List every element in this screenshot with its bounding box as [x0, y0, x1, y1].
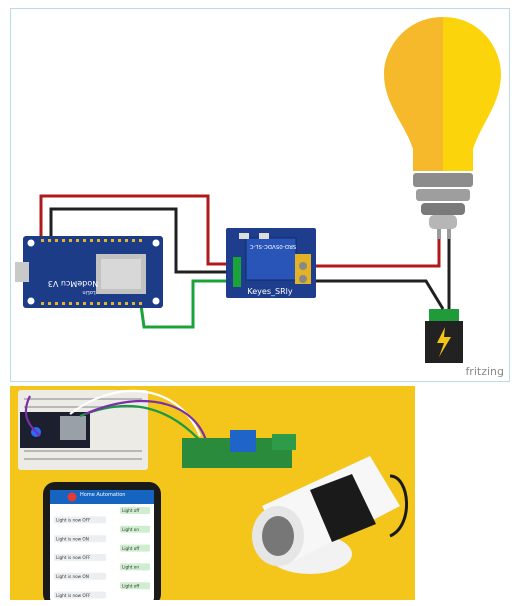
bulb-base-ring-3: [421, 203, 465, 215]
bulb-base-ring-2: [416, 189, 470, 201]
circuit-diagram: NodeMcu V3 LoLin SRD-05VDC-SL-C Keyes_SR…: [15, 17, 504, 378]
relay-photo-cube: [230, 430, 256, 452]
chat-message-text: Light is now ON: [56, 536, 89, 541]
chat-message-text: Light on: [122, 527, 139, 532]
photo-wires: [24, 389, 210, 449]
chat-message-text: Light on: [122, 565, 139, 570]
chat-bubble: [120, 582, 150, 590]
spotlight-lamp: [252, 456, 408, 574]
relay-code: SRD-05VDC-SL-C: [250, 243, 297, 249]
lightning-icon: [437, 327, 451, 357]
fritzing-watermark: fritzing: [465, 365, 504, 378]
nodemcu-pins-top: [41, 239, 142, 242]
wires: [39, 194, 451, 329]
power-jack: [425, 309, 463, 363]
chat-message-text: Light off: [122, 508, 139, 513]
app-title: Home Automation: [80, 492, 125, 498]
wire-gnd-black: [49, 207, 239, 274]
chat-bubble: [120, 563, 150, 571]
relay-label: Keyes_SRly: [247, 287, 292, 296]
chat-bubble: [120, 544, 150, 552]
chat-bubble: [54, 516, 106, 524]
chat-message-text: Light is now OFF: [56, 518, 91, 523]
bulb-base-ring-1: [413, 173, 473, 187]
wire-signal-green: [139, 279, 239, 329]
relay-module: SRD-05VDC-SL-C Keyes_SRly: [226, 228, 316, 298]
wire-lamp-red: [303, 239, 441, 268]
chat-message-text: Light is now OFF: [56, 555, 91, 560]
bulb-base-tip: [429, 215, 457, 229]
lamp-lens: [262, 516, 294, 556]
chat-bubble: [54, 535, 106, 543]
chat-message-text: Light is now ON: [56, 574, 89, 579]
nodemcu-board: NodeMcu V3 LoLin: [15, 236, 163, 308]
wire-return-black: [303, 279, 445, 310]
chat-message-text: Light off: [122, 583, 139, 588]
bulb-glass-left: [384, 17, 443, 171]
usb-port: [15, 262, 29, 282]
avatar: [67, 492, 77, 502]
chat-message-text: Light off: [122, 546, 139, 551]
nodemcu-sublabel: LoLin: [82, 289, 95, 295]
circuit-diagram-panel: NodeMcu V3 LoLin SRD-05VDC-SL-C Keyes_SR…: [10, 8, 510, 382]
wire-vcc-red: [39, 194, 239, 266]
chat-bubble: [54, 572, 106, 580]
chat-bubble: [120, 525, 150, 533]
app-header: [50, 490, 154, 504]
relay-coil-box: [245, 237, 297, 281]
chat-bubble: [54, 554, 106, 561]
nodemcu-label: NodeMcu V3: [48, 279, 98, 288]
nodemcu-pins-bottom: [41, 302, 142, 305]
light-bulb: [384, 17, 501, 239]
chat-bubble: [120, 507, 150, 514]
chat-message-text: Light is now OFF: [56, 593, 91, 598]
chat-bubble: [54, 591, 106, 599]
relay-input-header: [233, 257, 241, 287]
bulb-glass-right: [443, 17, 501, 171]
